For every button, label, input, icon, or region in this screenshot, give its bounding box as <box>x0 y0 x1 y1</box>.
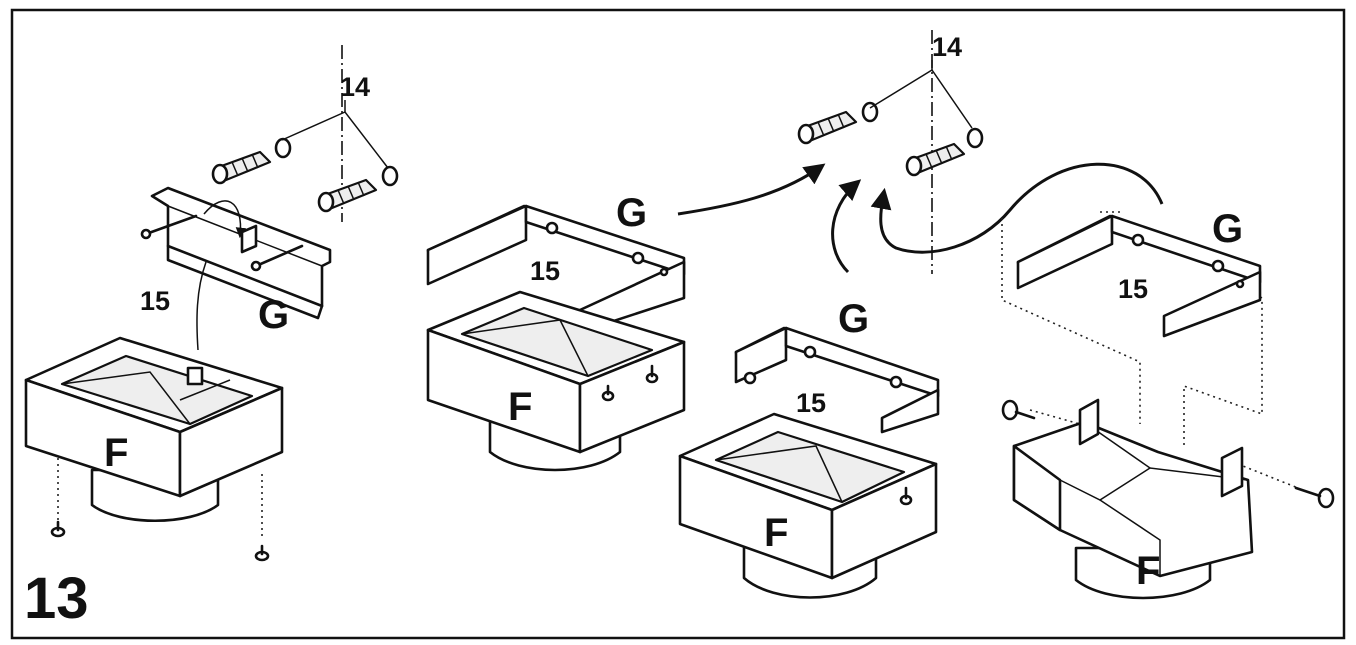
washer <box>966 127 984 149</box>
arrow <box>870 162 1164 254</box>
panel-1: 14 15 G F 13 <box>24 45 399 631</box>
label-g: G <box>258 293 289 337</box>
wall-plug <box>905 142 966 177</box>
wall-plug <box>317 178 378 213</box>
label-15: 15 <box>1118 274 1148 304</box>
wall-plug <box>211 150 272 185</box>
label-f: F <box>1136 549 1160 593</box>
unit-f <box>426 290 686 472</box>
bracket-g <box>140 186 332 320</box>
screw <box>645 364 659 384</box>
screw <box>601 384 615 402</box>
screw <box>899 486 913 506</box>
panel-2: G 15 F <box>426 191 686 472</box>
washer <box>861 101 879 123</box>
label-15: 15 <box>140 286 170 316</box>
label-f: F <box>508 385 532 429</box>
washer <box>381 165 399 187</box>
bracket-g <box>426 204 686 334</box>
screw <box>1294 486 1335 509</box>
panel-4: G 15 F <box>678 297 940 599</box>
label-g: G <box>616 191 647 235</box>
arrow <box>677 163 826 216</box>
label-g: G <box>838 297 869 341</box>
unit-f <box>1012 398 1254 600</box>
figure-frame <box>10 8 1346 640</box>
label-f: F <box>104 431 128 475</box>
bracket-g <box>734 326 940 434</box>
washer <box>274 137 292 159</box>
panel-3-wall: 14 <box>677 30 1164 274</box>
wall-plug <box>797 110 858 145</box>
label-g: G <box>1212 207 1243 251</box>
label-15: 15 <box>530 256 560 286</box>
label-14: 14 <box>932 32 962 62</box>
label-f: F <box>764 511 788 555</box>
panel-5: G 15 F <box>1001 207 1335 600</box>
arrow <box>831 179 862 274</box>
screw <box>50 520 66 538</box>
bracket-g <box>1016 214 1262 338</box>
label-15: 15 <box>796 388 826 418</box>
screw <box>1001 399 1036 421</box>
figure-number: 13 <box>24 566 89 631</box>
unit-f <box>24 336 284 523</box>
screw <box>254 544 270 562</box>
label-14: 14 <box>340 72 370 102</box>
unit-f <box>678 412 938 599</box>
